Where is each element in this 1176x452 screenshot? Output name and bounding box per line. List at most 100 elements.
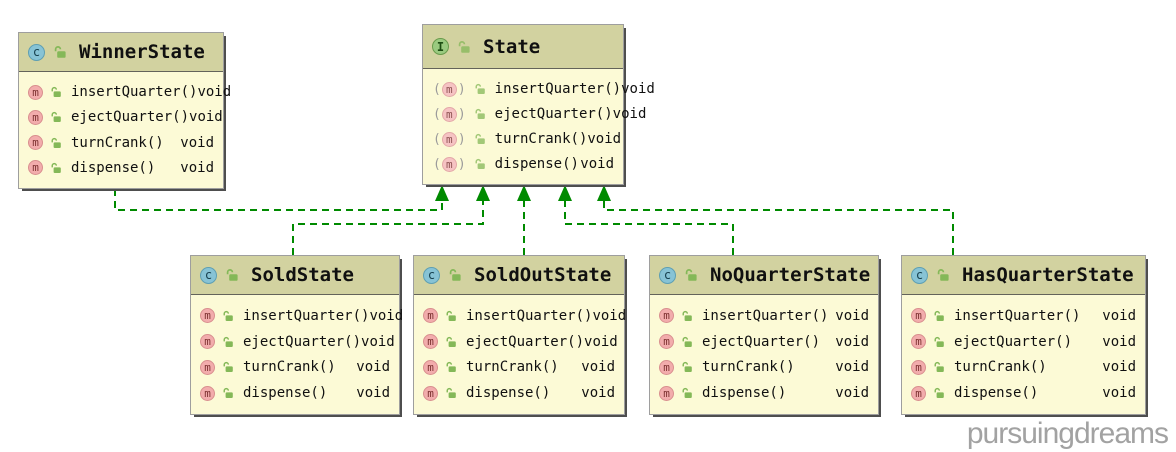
realization-edge-noquarterstate-state	[564, 201, 734, 255]
method-row: m dispense() void	[414, 385, 624, 401]
method-icon: m	[28, 84, 43, 100]
arrowhead-icon	[476, 185, 490, 201]
method-icon: m	[28, 109, 43, 125]
class-box-winnerstate[interactable]: c WinnerState m insertQuarter() void m e…	[18, 32, 231, 189]
lock-icon	[222, 336, 234, 348]
class-box-soldoutstate[interactable]: c SoldOutState m insertQuarter() void m …	[413, 255, 626, 415]
lock-icon	[53, 45, 67, 59]
method-name: dispense()	[954, 385, 1039, 402]
method-name: dispense()	[702, 385, 787, 402]
abstract-paren: (	[433, 106, 441, 122]
class-header: I State	[423, 25, 623, 69]
lock-icon	[448, 268, 462, 282]
class-box-hasquarterstate[interactable]: c HasQuarterState m insertQuarter() void…	[901, 255, 1146, 415]
lock-icon	[445, 387, 457, 399]
lock-icon	[681, 361, 693, 373]
method-name: ejectQuarter()	[494, 106, 613, 122]
interface-box-state[interactable]: I State (m) insertQuarter() void (m) eje…	[422, 24, 655, 185]
method-name: insertQuarter()	[702, 307, 829, 324]
class-members: m insertQuarter() void m ejectQuarter() …	[191, 295, 403, 414]
class-box-noquarterstate[interactable]: c NoQuarterState m insertQuarter() void …	[649, 255, 879, 415]
lock-icon	[936, 268, 950, 282]
method-icon: m	[200, 359, 215, 375]
method-row: m turnCrank() void	[902, 359, 1145, 375]
lock-icon	[933, 336, 945, 348]
method-row: (m) dispense() void	[423, 156, 623, 172]
lock-icon	[445, 336, 457, 348]
lock-icon	[445, 361, 457, 373]
abstract-method-icon: m	[441, 81, 457, 97]
method-row: m insertQuarter() void	[902, 308, 1145, 324]
method-return-type: void	[180, 159, 214, 176]
method-return-type: void	[612, 106, 647, 122]
method-name: insertQuarter()	[954, 307, 1081, 324]
method-name: turnCrank()	[954, 359, 1047, 376]
class-name: SoldState	[251, 264, 354, 286]
lock-icon	[684, 268, 698, 282]
method-icon: m	[200, 308, 215, 324]
method-return-type: void	[356, 385, 390, 402]
method-icon: m	[423, 308, 438, 324]
method-name: turnCrank()	[494, 131, 588, 147]
method-row: m dispense() void	[902, 385, 1145, 401]
method-return-type: void	[180, 134, 214, 151]
method-icon: m	[423, 385, 438, 401]
lock-icon	[681, 310, 693, 322]
method-row: m turnCrank() void	[650, 359, 878, 375]
method-row: m dispense() void	[650, 385, 878, 401]
method-row: m insertQuarter() void	[650, 308, 878, 324]
method-return-type: void	[1102, 385, 1136, 402]
lock-icon	[225, 268, 239, 282]
lock-icon	[50, 137, 62, 149]
method-row: m insertQuarter() void	[191, 307, 403, 324]
arrowhead-icon	[597, 185, 611, 201]
method-row: m ejectQuarter() void	[191, 334, 399, 350]
method-row: m turnCrank() void	[19, 135, 223, 151]
class-icon: c	[911, 266, 928, 284]
abstract-paren: )	[457, 131, 466, 147]
lock-icon	[50, 86, 62, 98]
arrowhead-icon	[435, 185, 449, 201]
method-row: m turnCrank() void	[414, 359, 624, 375]
class-name: HasQuarterState	[962, 264, 1134, 286]
method-icon: m	[659, 308, 674, 324]
abstract-paren: (	[433, 131, 441, 147]
realization-edge-hasquarterstate-state	[603, 201, 954, 255]
method-name: dispense()	[494, 156, 579, 172]
method-row: m ejectQuarter() void	[650, 334, 878, 350]
method-name: turnCrank()	[466, 359, 559, 376]
class-icon: c	[28, 43, 45, 61]
lock-icon	[222, 310, 234, 322]
method-return-type: void	[356, 359, 390, 376]
lock-icon	[50, 162, 62, 174]
method-return-type: void	[584, 333, 618, 350]
class-name: NoQuarterState	[710, 264, 871, 286]
class-members: (m) insertQuarter() void (m) ejectQuarte…	[423, 69, 655, 184]
method-icon: m	[911, 385, 926, 401]
lock-icon	[474, 83, 486, 95]
method-return-type: void	[835, 333, 869, 350]
lock-icon	[681, 387, 693, 399]
method-row: m ejectQuarter() void	[902, 334, 1145, 350]
abstract-method-icon: m	[441, 156, 457, 172]
method-return-type: void	[580, 156, 614, 172]
method-return-type: void	[581, 385, 615, 402]
class-box-soldstate[interactable]: c SoldState m insertQuarter() void m eje…	[190, 255, 403, 415]
method-icon: m	[659, 385, 674, 401]
method-icon: m	[911, 359, 926, 375]
class-header: c SoldState	[191, 256, 399, 295]
realization-edge-winnerstate-state	[114, 189, 443, 211]
lock-icon	[681, 336, 693, 348]
method-row: (m) ejectQuarter() void	[423, 106, 646, 122]
method-icon: m	[423, 334, 438, 350]
method-icon: m	[200, 334, 215, 350]
lock-icon	[222, 361, 234, 373]
method-icon: m	[28, 160, 43, 176]
method-name: ejectQuarter()	[702, 333, 821, 350]
method-return-type: void	[1102, 359, 1136, 376]
method-name: insertQuarter()	[243, 307, 370, 324]
method-icon: m	[659, 334, 674, 350]
lock-icon	[445, 310, 457, 322]
watermark-text: pursuingdreams	[966, 417, 1169, 450]
